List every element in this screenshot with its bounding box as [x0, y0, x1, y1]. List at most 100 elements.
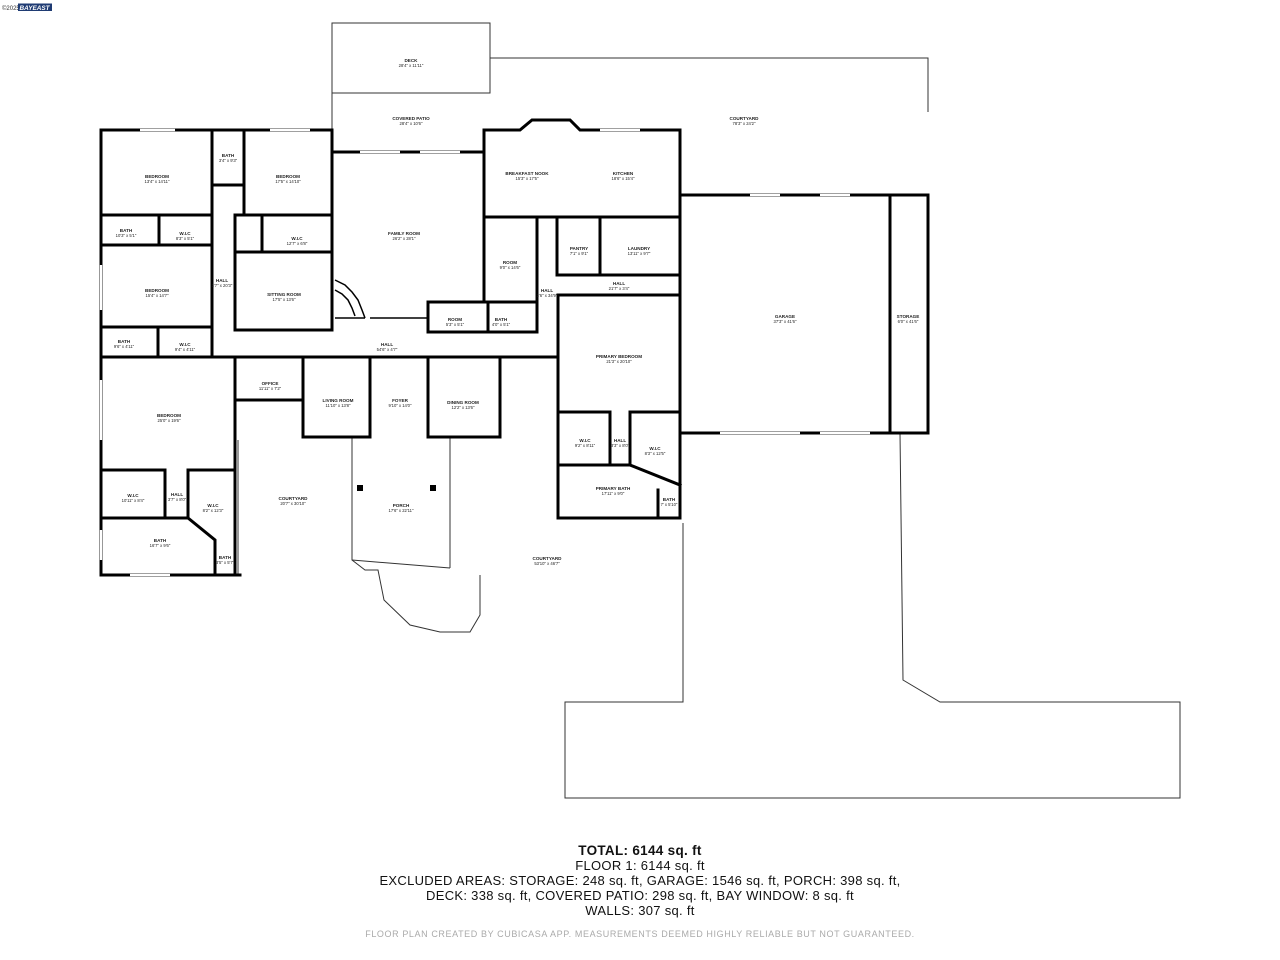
- area-summary: TOTAL: 6144 sq. ft FLOOR 1: 6144 sq. ft …: [0, 843, 1280, 918]
- room-label-wic-3: W.I.C9'4" x 4'11": [175, 342, 196, 352]
- porch-bottom: [351, 559, 451, 569]
- room-name: HALL: [614, 438, 626, 443]
- wall-primary: [556, 193, 682, 520]
- room-dimensions: 21'3" x 20'10": [606, 359, 632, 364]
- room-dimensions: 10'11" x 8'4": [122, 498, 145, 503]
- wall-garage-outer: [678, 193, 930, 435]
- courtyard-ne-outline: [490, 57, 929, 112]
- porch-walk-outline: [351, 438, 481, 633]
- room-name: PORCH: [393, 503, 410, 508]
- room-dimensions: 17'5" x 13'6": [273, 297, 296, 302]
- room-name: PRIMARY BEDROOM: [596, 354, 642, 359]
- room-dimensions: 11'11" x 7'2": [259, 386, 282, 391]
- room-name: BEDROOM: [276, 174, 300, 179]
- summary-floor: FLOOR 1: 6144 sq. ft: [575, 858, 705, 873]
- room-dimensions: 26'2" x 28'1": [393, 236, 416, 241]
- room-label-wic-6: W.I.C10'11" x 8'4": [122, 493, 145, 503]
- room-dimensions: 4'0" x 5'1": [492, 322, 511, 327]
- room-name: BATH: [118, 339, 131, 344]
- room-name: STORAGE: [897, 314, 920, 319]
- room-dimensions: 13'11" x 9'7": [628, 251, 651, 256]
- wall-north-kitchen: [482, 118, 682, 197]
- room-name: BATH: [219, 555, 232, 560]
- room-dimensions: 3'5" x 5'7": [216, 560, 235, 565]
- room-dimensions: 17'6" x 22'11": [389, 508, 414, 513]
- room-name: KITCHEN: [613, 171, 634, 176]
- room-dimensions: 15'3" x 17'5": [516, 176, 539, 181]
- room-name: W.I.C: [649, 446, 661, 451]
- room-dimensions: 17'11" x 9'0": [602, 491, 625, 496]
- room-name: BEDROOM: [145, 174, 169, 179]
- room-name: W.I.C: [291, 236, 303, 241]
- room-name: W.I.C: [127, 493, 139, 498]
- room-dimensions: 17'5" x 14'10": [275, 179, 301, 184]
- room-name: BEDROOM: [145, 288, 169, 293]
- room-name: SITTING ROOM: [267, 292, 301, 297]
- room-dimensions: 25'0" x 19'6": [158, 418, 181, 423]
- room-name: HALL: [171, 492, 183, 497]
- room-name: ROOM: [503, 260, 517, 265]
- porch-column-left: [357, 485, 363, 491]
- room-name: GARAGE: [775, 314, 795, 319]
- wall-west: [99, 128, 334, 577]
- room-dimensions: 3'4" x 9'3": [219, 158, 238, 163]
- room-dimensions: 3'7" x 20'3": [212, 283, 233, 288]
- brand-logo: ©2025 BAYEAST: [2, 0, 54, 12]
- room-name: BEDROOM: [157, 413, 181, 418]
- room-dimensions: 8'3" x 5'1": [176, 236, 195, 241]
- room-name: BATH: [154, 538, 167, 543]
- room-dimensions: 54'6" x 4'7": [377, 347, 398, 352]
- disclaimer: FLOOR PLAN CREATED BY CUBICASA APP. MEAS…: [365, 929, 915, 939]
- room-dimensions: 3'7" x 8'0": [168, 497, 187, 502]
- room-name: FAMILY ROOM: [388, 231, 420, 236]
- room-dimensions: 5'3" x 5'1": [446, 322, 465, 327]
- room-name: HALL: [541, 288, 553, 293]
- room-name: HALL: [613, 281, 625, 286]
- room-dimensions: 53'10" x 46'7": [534, 561, 560, 566]
- room-name: W.I.C: [579, 438, 591, 443]
- stairs: [334, 279, 428, 319]
- room-name: HALL: [216, 278, 228, 283]
- room-name: BATH: [495, 317, 508, 322]
- room-dimensions: 11'10" x 13'8": [326, 403, 351, 408]
- room-dimensions: 7'1" x 9'1": [570, 251, 589, 256]
- room-dimensions: 21'7" x 3'4": [609, 286, 630, 291]
- summary-total: TOTAL: 6144 sq. ft: [578, 843, 702, 858]
- room-dimensions: 9'2" x 8'11": [575, 443, 596, 448]
- room-name: COVERED PATIO: [392, 116, 430, 121]
- room-name: DECK: [404, 58, 418, 63]
- room-dimensions: 9'0" x 14'6": [500, 265, 521, 270]
- room-dimensions: 3'6" x 34'9": [537, 293, 558, 298]
- room-dimensions: 20'7" x 30'10": [280, 501, 306, 506]
- room-name: ROOM: [448, 317, 462, 322]
- room-dimensions: 9'10" x 14'0": [389, 403, 412, 408]
- room-name: LAUNDRY: [628, 246, 650, 251]
- room-dimensions: 16'7" x 9'6": [150, 543, 171, 548]
- room-name: W.I.C: [179, 342, 191, 347]
- summary-excluded-2: DECK: 338 sq. ft, COVERED PATIO: 298 sq.…: [426, 888, 854, 903]
- room-name: BATH: [663, 497, 676, 502]
- room-name: BATH: [222, 153, 235, 158]
- room-dimensions: 9'4" x 4'11": [175, 347, 196, 352]
- room-dimensions: 12'7" x 6'8": [287, 241, 308, 246]
- room-label-wic-7: W.I.C8'2" x 12'3": [203, 503, 224, 513]
